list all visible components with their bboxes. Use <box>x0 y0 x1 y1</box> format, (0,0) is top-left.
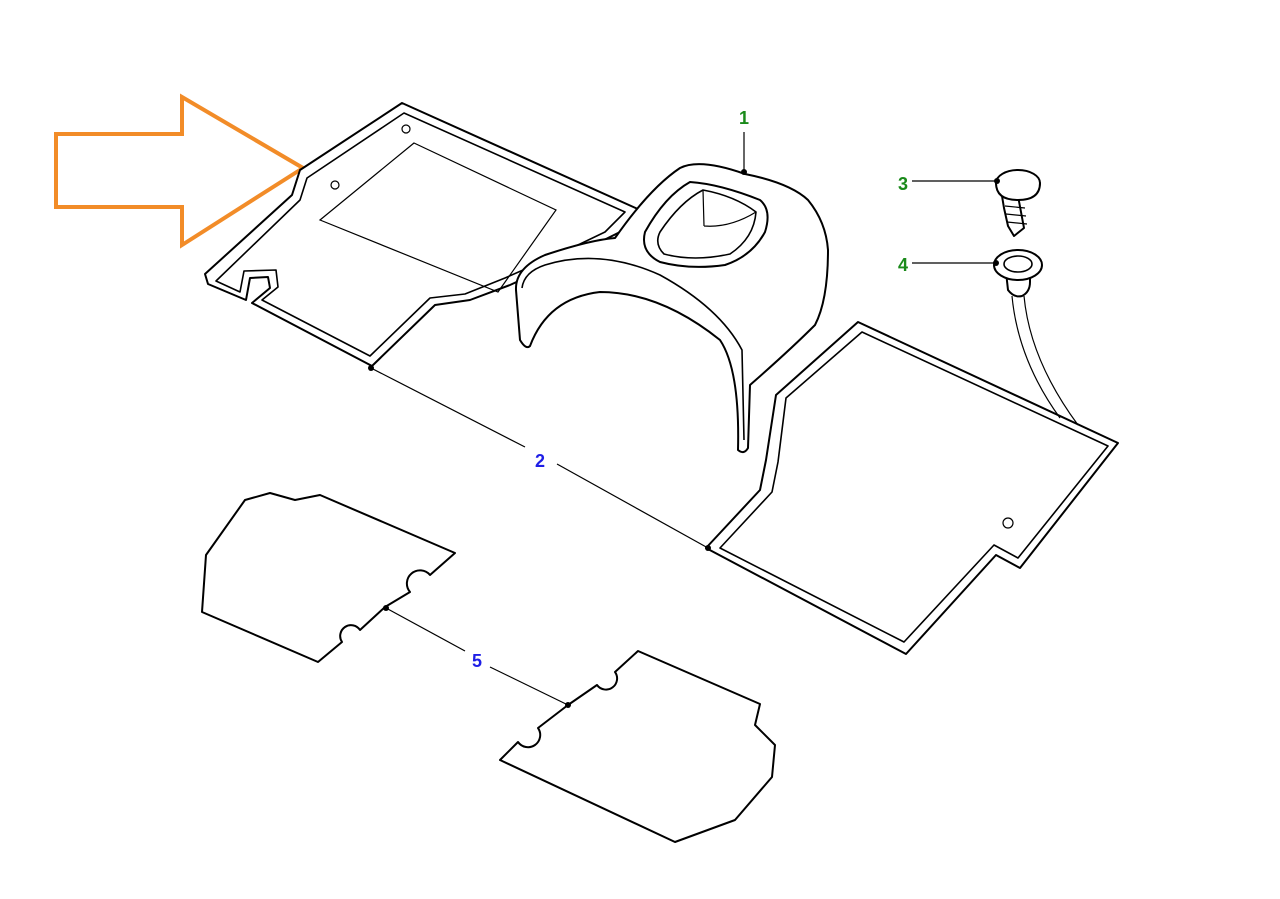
leader-lines <box>368 132 1000 708</box>
fixing-cords <box>1011 295 1079 426</box>
arrow-right-outline-icon <box>54 93 307 249</box>
callout-5: 5 <box>472 651 482 671</box>
grommet <box>993 249 1043 298</box>
sound-pad-right <box>499 650 776 843</box>
callout-1: 1 <box>739 108 749 128</box>
floor-mat-left <box>204 102 641 367</box>
callout-3: 3 <box>898 174 908 194</box>
fastener-clip <box>995 169 1041 237</box>
console-cover <box>514 163 829 454</box>
callout-2: 2 <box>535 451 545 471</box>
callout-4: 4 <box>898 255 908 275</box>
sound-pad-left <box>201 492 456 663</box>
floor-mat-right <box>705 321 1119 655</box>
